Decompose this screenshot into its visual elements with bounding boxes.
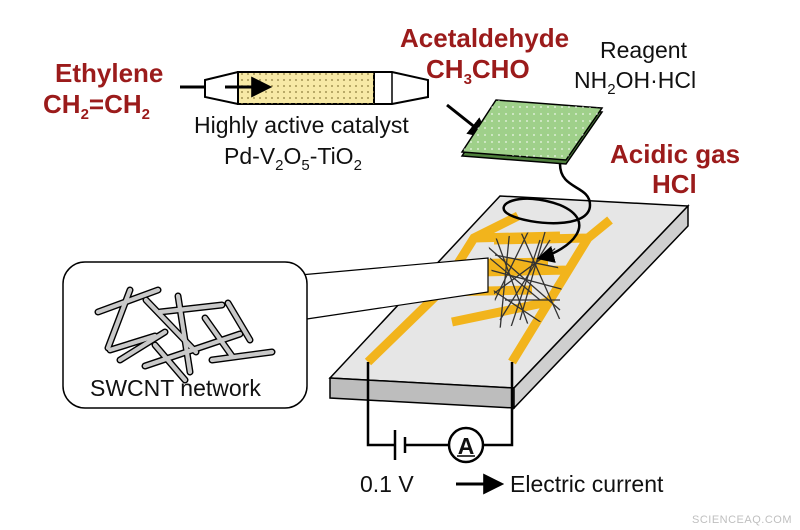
swcnt-network-label: SWCNT network bbox=[90, 375, 261, 401]
acetaldehyde-formula: CH3CHO bbox=[426, 54, 530, 88]
electric-current-label: Electric current bbox=[510, 471, 664, 497]
swcnt-inset: SWCNT network bbox=[62, 261, 308, 409]
ethylene-formula: CH2=CH2 bbox=[43, 89, 150, 123]
circuit-wire-left bbox=[366, 362, 395, 447]
ammeter bbox=[447, 426, 485, 464]
gas-flow-arrow bbox=[502, 163, 592, 263]
measurement-circuit bbox=[366, 362, 514, 464]
right-electrode bbox=[451, 216, 613, 365]
reagent-film bbox=[460, 99, 604, 165]
acidic-gas-label: Acidic gas HCl bbox=[610, 139, 740, 199]
acetaldehyde-label: Acetaldehyde CH3CHO bbox=[400, 23, 569, 88]
reagent-label: Reagent NH2OH·HCl bbox=[574, 37, 696, 98]
catalyst-caption: Highly active catalyst Pd-V2O5-TiO2 bbox=[194, 112, 409, 174]
watermark: SCIENCEAQ.COM bbox=[692, 514, 792, 526]
catalyst-reactor bbox=[204, 71, 429, 105]
acidic-gas-formula: HCl bbox=[652, 169, 697, 199]
ethylene-name: Ethylene bbox=[55, 58, 163, 88]
circuit-wire-right bbox=[484, 362, 514, 447]
reagent-title: Reagent bbox=[600, 37, 688, 63]
reagent-formula: NH2OH·HCl bbox=[574, 67, 696, 98]
acetaldehyde-name: Acetaldehyde bbox=[400, 23, 569, 53]
catalyst-description: Highly active catalyst bbox=[194, 112, 409, 138]
ammeter-symbol: A bbox=[458, 433, 475, 459]
voltage-label: 0.1 V bbox=[360, 471, 414, 497]
acidic-gas-title: Acidic gas bbox=[610, 139, 740, 169]
catalyst-formula: Pd-V2O5-TiO2 bbox=[224, 143, 362, 174]
substrate-side bbox=[513, 204, 689, 410]
swcnt-tubes bbox=[94, 286, 276, 384]
ethylene-label: Ethylene CH2=CH2 bbox=[43, 58, 163, 123]
